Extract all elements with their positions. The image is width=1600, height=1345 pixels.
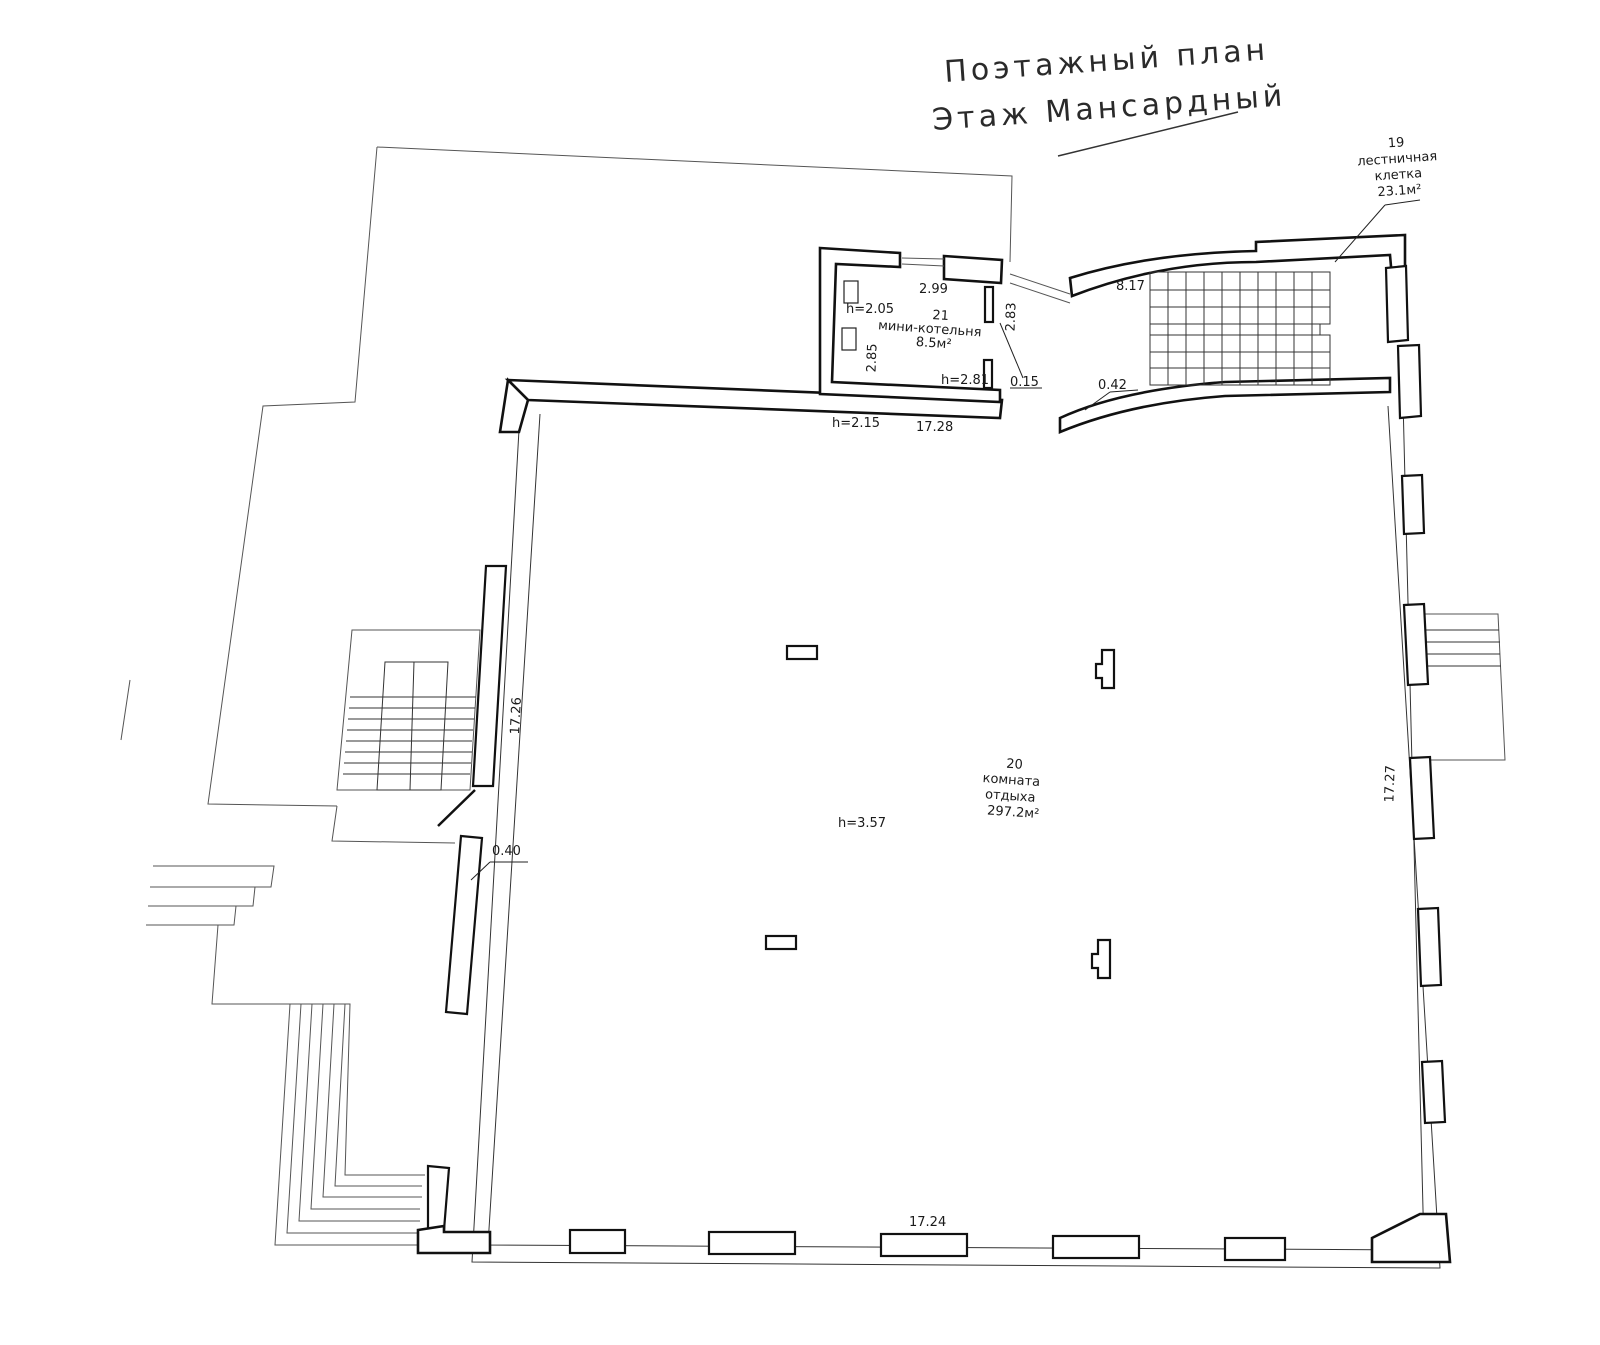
dim-stair-top: 8.17 [1116, 279, 1145, 294]
left-stair [336, 629, 481, 827]
main-walls [416, 343, 1452, 1269]
building-outline [120, 146, 1071, 844]
stair-number: 19 [1387, 135, 1405, 151]
dim-left-wall: 17.26 [508, 697, 525, 735]
lounge-number: 20 [1006, 757, 1024, 773]
right-stair [1420, 613, 1506, 761]
lower-left-steps [146, 865, 425, 1246]
lounge-name-1: комната [982, 771, 1041, 790]
dim-boiler-left: 2.85 [865, 343, 881, 372]
stairwell [1058, 199, 1421, 434]
title-underline [1057, 111, 1239, 157]
boiler-room [818, 246, 1004, 404]
dim-top-wall-h: h=2.15 [832, 416, 880, 431]
dim-boiler-wall: 0.15 [1010, 375, 1039, 390]
leader-lines [470, 322, 1139, 881]
dim-bottom-wall: 17.24 [909, 1215, 946, 1230]
dim-stair-wall: 0.42 [1098, 378, 1127, 393]
room-21-label: 21 мини-котельня 8.5м² [878, 308, 982, 352]
lounge-height: h=3.57 [838, 816, 886, 831]
lounge-area: 297.2м² [987, 803, 1040, 822]
stair-area: 23.1м² [1377, 182, 1422, 200]
boiler-name: мини-котельня [878, 318, 982, 340]
boiler-area: 8.5м² [915, 335, 952, 352]
stair-name-2: клетка [1374, 166, 1422, 184]
room-19-label: 19 лестничная клетка 23.1м² [1357, 135, 1438, 200]
room-20-label: 20 комната отдыха 297.2м² [982, 757, 1041, 822]
dim-boiler-h-left: h=2.05 [846, 302, 894, 317]
title-line-2: Этаж Мансардный [931, 78, 1287, 138]
dimension-labels: 2.99 2.83 2.85 h=2.05 h=2.81 0.15 h=2.15… [492, 279, 1399, 1230]
dim-boiler-h-right: h=2.81 [941, 373, 989, 388]
boiler-number: 21 [932, 308, 950, 324]
columns [764, 644, 1116, 980]
plan-title: Поэтажный план Этаж Мансардный [931, 32, 1287, 157]
dim-top-wall: 17.28 [916, 420, 953, 435]
dim-boiler-right: 2.83 [1004, 302, 1020, 331]
dim-left-thickness: 0.40 [492, 844, 521, 859]
dim-right-wall: 17.27 [1382, 765, 1398, 803]
title-line-1: Поэтажный план [943, 32, 1270, 90]
lounge-name-2: отдыха [985, 787, 1036, 805]
stair-name-1: лестничная [1357, 149, 1438, 170]
dim-boiler-top: 2.99 [919, 282, 948, 297]
